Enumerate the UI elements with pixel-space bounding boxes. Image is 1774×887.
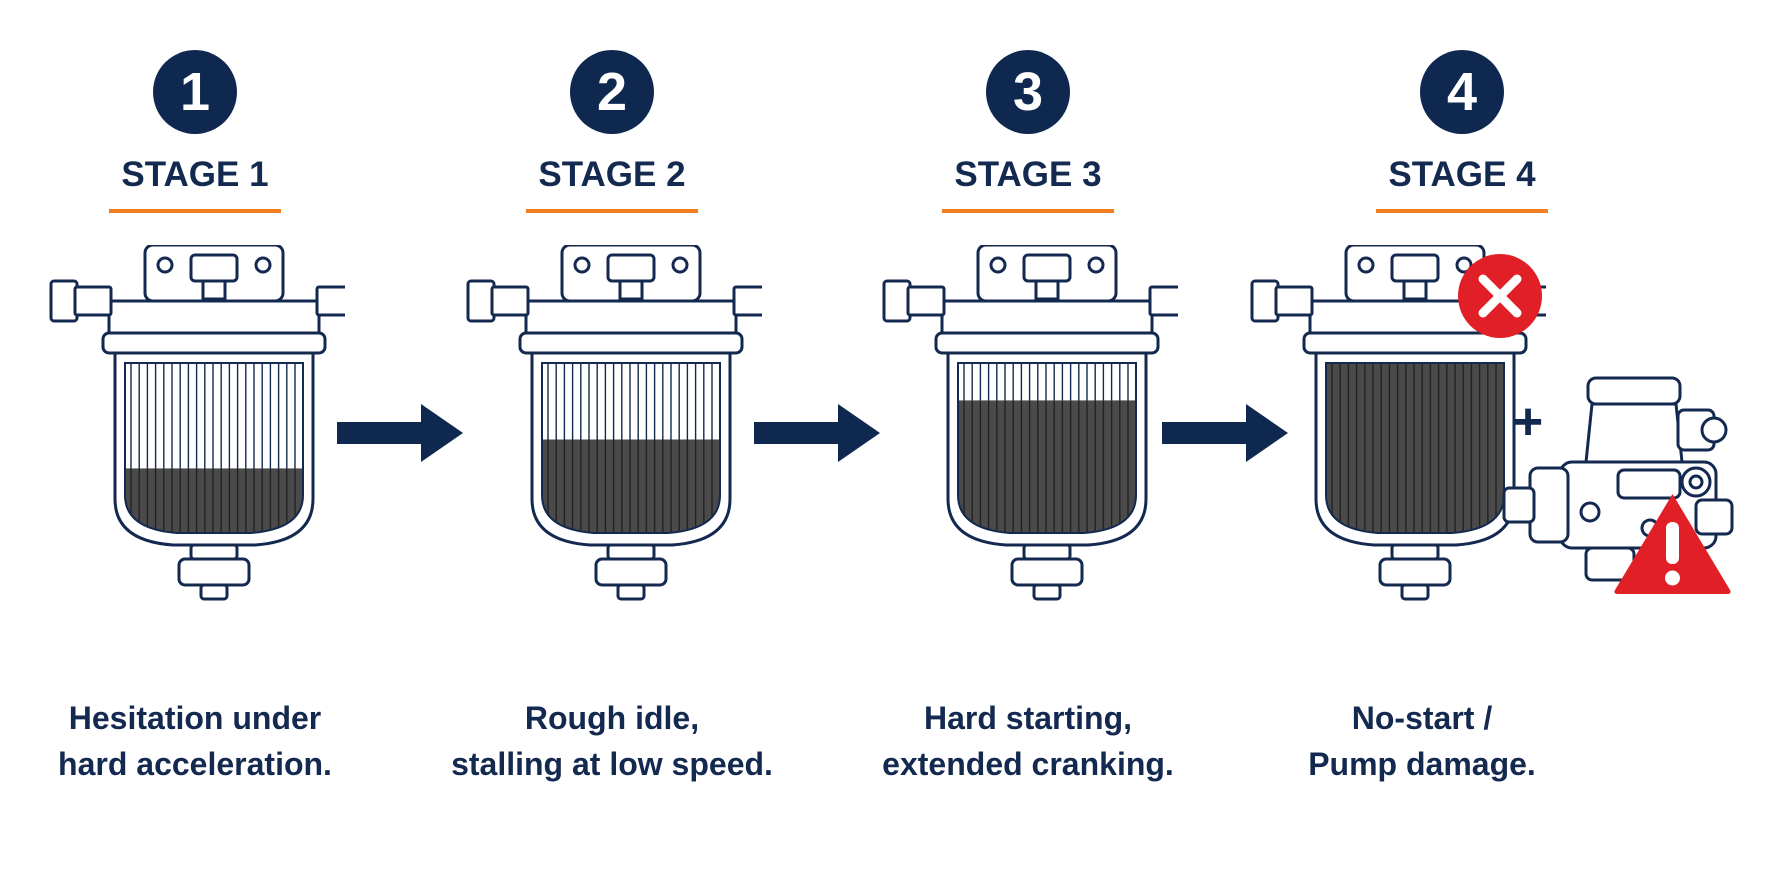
right-arrow-icon — [754, 404, 880, 462]
right-arrow-icon — [1162, 404, 1288, 462]
caption-line-1: Hard starting, — [923, 700, 1133, 736]
caption-line-2: extended cranking. — [882, 746, 1174, 782]
fuel-filter-icon — [45, 245, 345, 665]
stage-caption: No-start / Pump damage. — [1212, 695, 1632, 787]
title-underline — [942, 209, 1114, 213]
title-underline — [109, 209, 281, 213]
stage-caption: Hesitation under hard acceleration. — [0, 695, 405, 787]
fuel-filter-icon — [878, 245, 1178, 665]
warning-triangle-icon — [1614, 494, 1731, 594]
caption-line-1: Hesitation under — [68, 700, 322, 736]
stage-number-badge: 2 — [570, 50, 654, 134]
fuel-filter-icon — [462, 245, 762, 665]
plus-icon: + — [1512, 393, 1544, 451]
stage-caption: Rough idle, stalling at low speed. — [402, 695, 822, 787]
caption-line-1: Rough idle, — [524, 700, 700, 736]
filter-drawing — [882, 245, 1178, 601]
x-circle-icon — [1458, 254, 1542, 338]
caption-line-2: Pump damage. — [1308, 746, 1536, 782]
stage-number-badge: 3 — [986, 50, 1070, 134]
right-arrow-icon — [337, 404, 463, 462]
caption-line-2: hard acceleration. — [58, 746, 332, 782]
stage-title: STAGE 4 — [1388, 155, 1536, 194]
stage-title: STAGE 3 — [954, 155, 1102, 194]
caption-line-1: No-start / — [1351, 700, 1493, 736]
fuel-filter-icon — [1246, 245, 1546, 665]
stage-number-badge: 1 — [153, 50, 237, 134]
stage-title: STAGE 2 — [538, 155, 686, 194]
filter-drawing — [1250, 245, 1546, 601]
caption-line-2: stalling at low speed. — [451, 746, 773, 782]
title-underline — [1376, 209, 1548, 213]
stage-number-badge: 4 — [1420, 50, 1504, 134]
stage-title: STAGE 1 — [121, 155, 269, 194]
filter-drawing — [49, 245, 345, 601]
stage-caption: Hard starting, extended cranking. — [818, 695, 1238, 787]
title-underline — [526, 209, 698, 213]
filter-drawing — [466, 245, 762, 601]
